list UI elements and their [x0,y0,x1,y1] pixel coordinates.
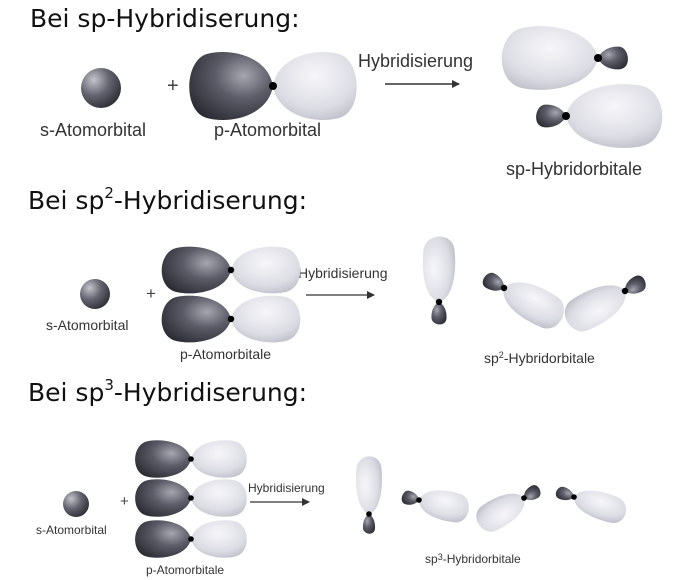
heading-sp: Bei sp-Hybridiserung: [30,4,300,33]
nucleus [227,315,235,323]
s-orbital [80,279,110,309]
nucleus [562,112,570,120]
plus-sign: + [120,493,129,510]
sp-hybrid-orbital [536,84,663,148]
s-orbital [63,491,89,517]
nucleus [416,497,422,503]
heading-sp3: Bei sp3-Hybridiserung: [28,376,308,407]
nucleus [188,495,194,501]
hybridisierung-label: Hybridisierung [298,265,388,281]
sp-hybridorbitale-label: sp-Hybridorbitale [506,159,643,179]
plus-sign: + [146,284,156,303]
nucleus [269,82,277,90]
nucleus [188,456,194,462]
hybridisierung-label: Hybridisierung [358,51,474,71]
nucleus [500,284,508,292]
sp2-hybridorbitale-label: sp2-Hybridorbitale [484,350,595,366]
sp2-hybrid-orbital [480,270,571,335]
sp2-hybrid-orbital [558,273,649,338]
nucleus [621,287,629,295]
p-atomorbitale-label: p-Atomorbitale [146,563,225,577]
nucleus [435,298,443,306]
nucleus [521,495,527,501]
nucleus [188,536,194,542]
sp3-hybrid-orbital [400,485,472,526]
s-orbital [81,68,121,108]
heading-sp2: Bei sp2-Hybridiserung: [28,184,308,215]
nucleus [594,54,602,62]
sp-hybrid-orbital [501,26,628,90]
hybridisierung-label: Hybridisierung [248,481,325,495]
plus-sign: + [167,75,179,97]
sp3-hybrid-orbital [554,484,630,527]
sp3-hybridorbitale-label: sp3-Hybridorbitale [425,552,521,566]
sp2-hybrid-orbital [422,236,456,325]
p-atomorbital-label: p-Atomorbital [214,120,322,140]
sp3-hybrid-orbital [356,456,382,534]
sp3-hybrid-orbital [471,483,543,537]
s-atomorbital-label: s-Atomorbital [46,317,129,333]
nucleus [571,494,577,500]
s-atomorbital-label: s-Atomorbital [36,523,107,537]
nucleus [366,511,372,517]
nucleus [227,266,235,274]
p-atomorbitale-label: p-Atomorbitale [180,346,272,362]
s-atomorbital-label: s-Atomorbital [40,120,147,140]
